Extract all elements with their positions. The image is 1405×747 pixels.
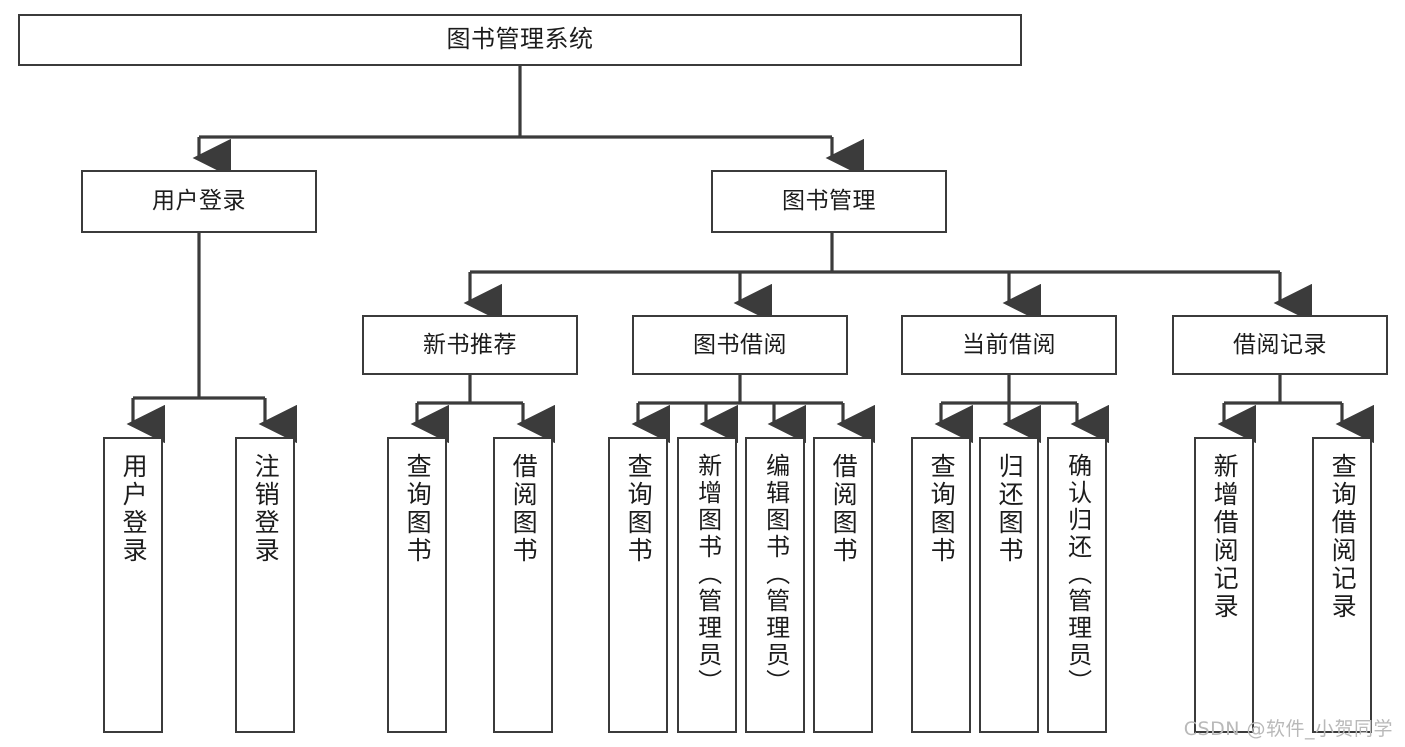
node-leaf-query-record-label: 查询借阅记录	[1328, 453, 1358, 621]
node-leaf-borrow-book-1-label: 借阅图书	[509, 453, 539, 565]
node-borrow-record[interactable]: 借阅记录	[1172, 315, 1388, 375]
node-leaf-return-book-label: 归还图书	[995, 453, 1025, 565]
node-leaf-confirm-return-label: 确认归还（管理员）	[1063, 453, 1092, 696]
node-user-login[interactable]: 用户登录	[81, 170, 317, 233]
node-leaf-query-book-3[interactable]: 查询图书	[911, 437, 971, 733]
node-leaf-edit-book[interactable]: 编辑图书（管理员）	[745, 437, 805, 733]
node-leaf-user-login[interactable]: 用户登录	[103, 437, 163, 733]
watermark: CSDN @软件_小贺同学	[1183, 718, 1393, 740]
node-leaf-edit-book-label: 编辑图书（管理员）	[761, 453, 790, 696]
node-leaf-query-book-1-label: 查询图书	[403, 453, 433, 565]
node-leaf-query-record[interactable]: 查询借阅记录	[1312, 437, 1372, 733]
node-leaf-query-book-1[interactable]: 查询图书	[387, 437, 447, 733]
node-current-borrow[interactable]: 当前借阅	[901, 315, 1117, 375]
node-leaf-query-book-2[interactable]: 查询图书	[608, 437, 668, 733]
node-current-borrow-label: 当前借阅	[962, 331, 1056, 358]
node-leaf-return-book[interactable]: 归还图书	[979, 437, 1039, 733]
node-new-book-recommend[interactable]: 新书推荐	[362, 315, 578, 375]
node-leaf-borrow-book-1[interactable]: 借阅图书	[493, 437, 553, 733]
node-book-manage-label: 图书管理	[782, 188, 876, 215]
node-leaf-confirm-return[interactable]: 确认归还（管理员）	[1047, 437, 1107, 733]
node-leaf-add-book-label: 新增图书（管理员）	[693, 453, 722, 696]
node-leaf-borrow-book-2-label: 借阅图书	[829, 453, 859, 565]
node-book-borrow-label: 图书借阅	[693, 331, 787, 358]
node-root[interactable]: 图书管理系统	[18, 14, 1022, 66]
node-leaf-add-book[interactable]: 新增图书（管理员）	[677, 437, 737, 733]
node-leaf-user-logout-label: 注销登录	[251, 453, 281, 565]
node-leaf-borrow-book-2[interactable]: 借阅图书	[813, 437, 873, 733]
node-borrow-record-label: 借阅记录	[1233, 331, 1327, 358]
node-book-borrow[interactable]: 图书借阅	[632, 315, 848, 375]
node-leaf-query-book-3-label: 查询图书	[927, 453, 957, 565]
node-book-manage[interactable]: 图书管理	[711, 170, 947, 233]
node-new-book-recommend-label: 新书推荐	[423, 331, 517, 358]
node-leaf-user-login-label: 用户登录	[119, 453, 149, 565]
node-root-label: 图书管理系统	[446, 25, 594, 54]
node-user-login-label: 用户登录	[152, 188, 246, 215]
node-leaf-query-book-2-label: 查询图书	[624, 453, 654, 565]
node-leaf-add-record[interactable]: 新增借阅记录	[1194, 437, 1254, 733]
node-leaf-user-logout[interactable]: 注销登录	[235, 437, 295, 733]
node-leaf-add-record-label: 新增借阅记录	[1210, 453, 1240, 621]
